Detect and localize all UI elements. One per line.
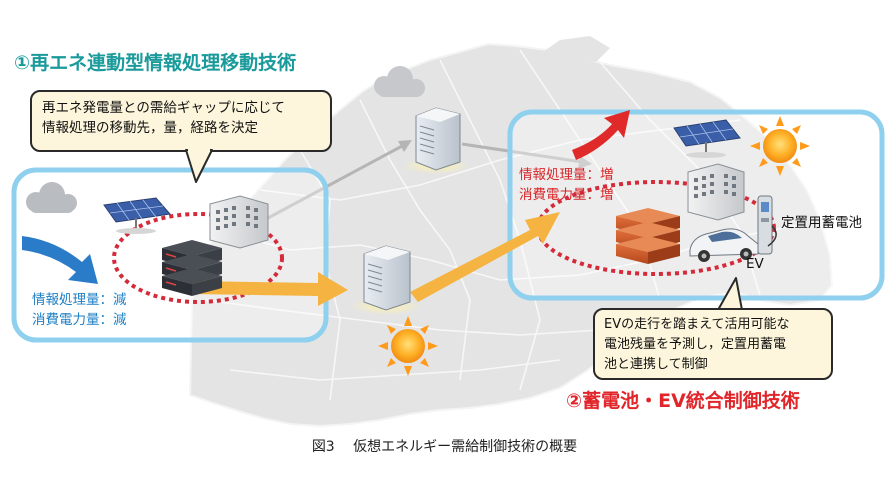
right-callout-line-3: 池と連携して制御	[604, 357, 708, 372]
office-building-icon	[687, 163, 745, 221]
red-increase-arrow	[572, 110, 630, 160]
datacenter-icon	[350, 245, 422, 315]
left-stats: 情報処理量：減 消費電力量：減	[32, 290, 127, 330]
right-stats: 情報処理量：増 消費電力量：増	[519, 165, 614, 205]
server-rack-icon	[162, 240, 222, 296]
left-callout: 再エネ発電量との需給ギャップに応じて 情報処理の移動先，量，経路を決定	[30, 90, 332, 152]
right-callout-line-2: 電池残量を予測し，定置用蓄電	[604, 337, 787, 352]
left-stat-processing: 情報処理量：減	[32, 292, 127, 308]
right-stat-power: 消費電力量：増	[519, 187, 614, 203]
storage-battery-label: 定置用蓄電池	[781, 215, 862, 231]
ev-car-icon	[689, 228, 759, 262]
cloud-icon	[26, 182, 77, 213]
right-technology-title: ②蓄電池・EV統合制御技術	[566, 390, 800, 412]
battery-icon	[616, 208, 680, 264]
charger-icon	[757, 195, 777, 255]
right-callout-line-1: EVの走行を踏まえて活用可能な	[604, 317, 790, 332]
left-stat-power: 消費電力量：減	[32, 312, 127, 328]
solar-panel-icon	[673, 119, 741, 158]
office-building-icon	[209, 195, 269, 249]
datacenter-icon	[402, 107, 470, 174]
solar-panel-icon	[103, 197, 171, 234]
orange-flow-arrows	[190, 212, 560, 306]
blue-decrease-arrow	[22, 236, 98, 284]
sun-icon	[378, 316, 438, 376]
left-callout-line-2: 情報処理の移動先，量，経路を決定	[42, 120, 258, 136]
figure-caption: 図3 仮想エネルギー需給制御技術の概要	[311, 439, 578, 455]
gray-flow-arrows	[267, 140, 592, 220]
cloud-icon	[374, 66, 425, 97]
right-callout: EVの走行を踏まえて活用可能な 電池残量を予測し，定置用蓄電 池と連携して制御	[593, 308, 833, 380]
right-stat-processing: 情報処理量：増	[519, 167, 614, 183]
ev-label: EV	[746, 256, 764, 272]
left-dashed-ring	[112, 212, 284, 304]
sun-icon	[750, 116, 810, 176]
left-callout-line-1: 再エネ発電量との需給ギャップに応じて	[42, 100, 285, 116]
left-technology-title: ①再エネ連動型情報処理移動技術	[14, 52, 297, 74]
